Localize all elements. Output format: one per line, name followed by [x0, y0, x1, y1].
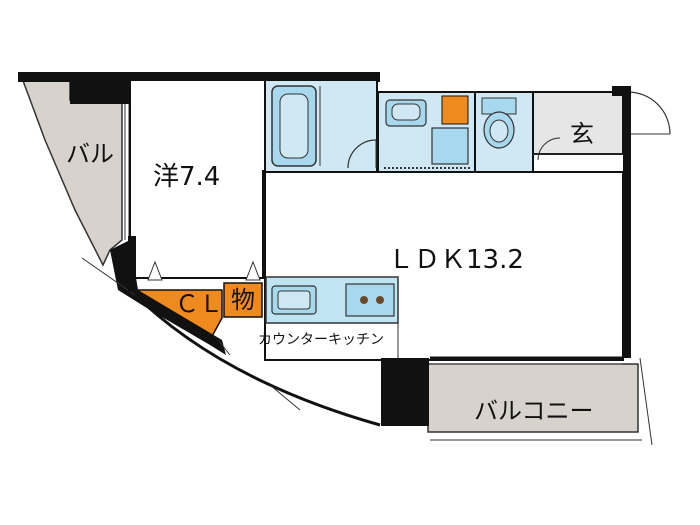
closet-label: ＣＬ — [175, 290, 223, 318]
balcony-left-label: バル — [66, 140, 114, 168]
western-room-label: 洋7.4 — [153, 162, 220, 192]
western-room — [129, 79, 266, 279]
right-wall-top — [612, 86, 631, 96]
toilet-door-arc — [537, 137, 561, 161]
bathroom-door-arc — [347, 139, 377, 169]
column-top-left — [70, 72, 130, 104]
curved-exterior-wall — [128, 288, 381, 427]
kitchen-note-label: カウンターキッチン — [258, 332, 384, 348]
closet-door-mark-left — [147, 260, 163, 281]
column-left — [128, 236, 136, 292]
ldk-room — [264, 171, 624, 361]
balcony-railing-right — [639, 357, 653, 446]
entrance-label: 玄 — [570, 120, 594, 148]
exterior-line-2 — [217, 339, 231, 356]
exterior-line-3 — [269, 384, 301, 411]
stove-burner-right — [376, 296, 384, 304]
exterior-line-1 — [81, 257, 136, 296]
top-wall — [18, 72, 380, 82]
washroom-orange-panel — [441, 95, 469, 125]
washing-machine — [431, 127, 469, 165]
storage-label: 物 — [231, 286, 255, 314]
closet-door-mark-right — [245, 260, 261, 281]
kitchen-sink-bowl — [277, 290, 311, 310]
angled-wall — [110, 240, 226, 355]
column-bottom — [381, 358, 429, 426]
stove-burner-left — [360, 296, 368, 304]
entrance — [532, 91, 624, 155]
wash-basin-bowl — [391, 103, 421, 121]
front-door-arc — [627, 91, 671, 135]
partition-wall — [262, 170, 266, 278]
balcony-left-area — [20, 77, 123, 267]
kitchen-stove — [345, 283, 395, 317]
balcony-bottom-label: バルコニー — [474, 397, 594, 425]
right-wall — [623, 86, 631, 358]
bathtub-inner — [279, 93, 309, 159]
toilet-seat — [489, 119, 509, 143]
ldk-label: ＬＤＫ13.2 — [388, 245, 524, 275]
storage-area — [223, 282, 263, 318]
balcony-bottom-area — [427, 363, 639, 433]
